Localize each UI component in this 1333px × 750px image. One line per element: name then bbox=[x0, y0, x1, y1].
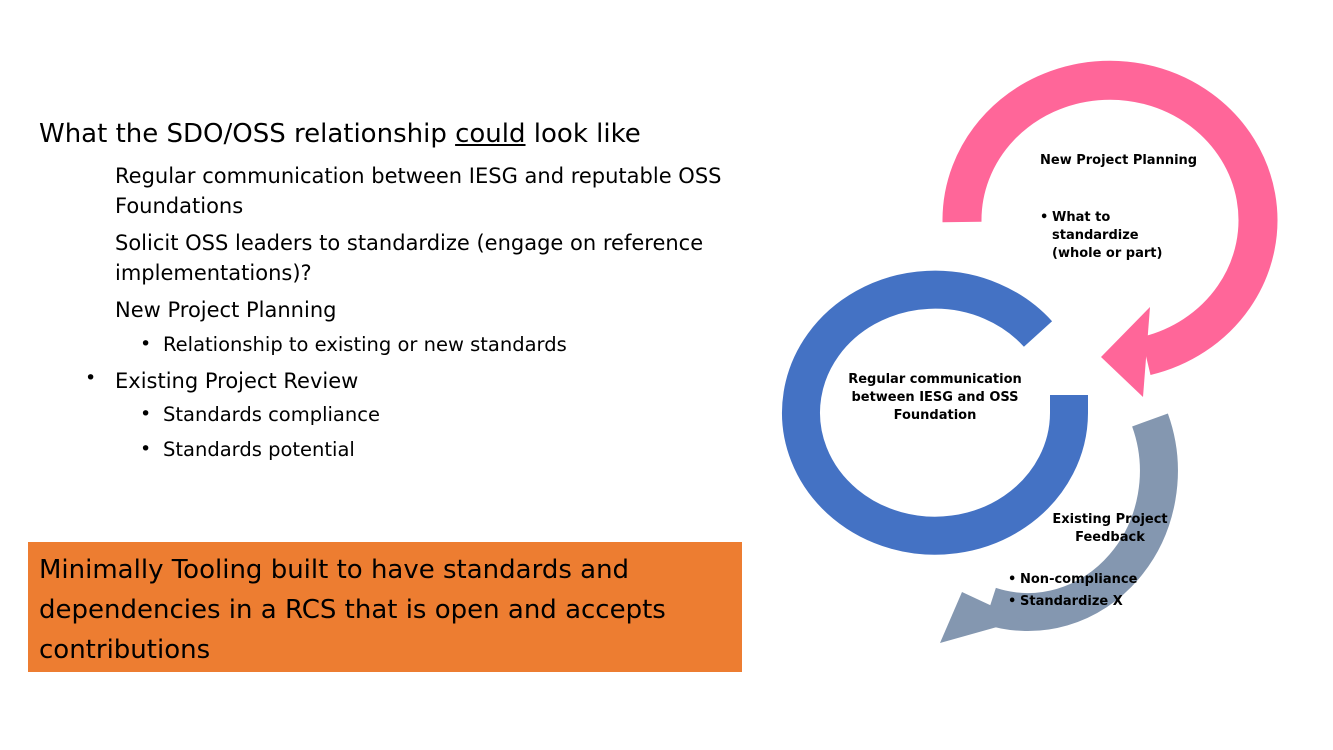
list-subitem: Standards potential bbox=[163, 438, 355, 461]
title-underlined: could bbox=[455, 119, 526, 149]
callout-text: Minimally Tooling built to have standard… bbox=[39, 555, 666, 665]
title-text: What the SDO/OSS relationship bbox=[39, 119, 456, 149]
center-ring bbox=[782, 270, 1088, 555]
bullet-icon: • bbox=[85, 367, 97, 389]
feedback-bullet: Non-compliance bbox=[1020, 572, 1138, 587]
list-item: New Project Planning bbox=[115, 298, 337, 322]
planning-arc bbox=[942, 60, 1278, 375]
bullet-icon: • bbox=[140, 333, 152, 355]
title-text-end: look like bbox=[525, 119, 641, 149]
list-item: Regular communication between IESG and r… bbox=[115, 164, 722, 218]
planning-arrowhead bbox=[1101, 307, 1150, 397]
planning-title: New Project Planning bbox=[1040, 153, 1198, 168]
bullet-icon: • bbox=[1040, 210, 1049, 225]
feedback-title: Existing Project Feedback bbox=[1052, 512, 1168, 545]
bullet-icon: • bbox=[1008, 594, 1017, 609]
center-label: Regular communication between IESG and O… bbox=[848, 372, 1022, 423]
list-item: Existing Project Review bbox=[115, 369, 359, 393]
list-item: Solicit OSS leaders to standardize (enga… bbox=[115, 231, 704, 285]
bullet-icon: • bbox=[1008, 572, 1017, 587]
bullet-icon: • bbox=[140, 403, 152, 425]
feedback-bullet: Standardize X bbox=[1020, 594, 1123, 609]
slide-title: What the SDO/OSS relationship could look… bbox=[39, 119, 641, 149]
bullet-icon: • bbox=[140, 438, 152, 460]
list-subitem: Standards compliance bbox=[163, 403, 380, 426]
callout-box: Minimally Tooling built to have standard… bbox=[28, 542, 742, 672]
planning-bullet: What to standardize (whole or part) bbox=[1052, 210, 1163, 261]
feedback-arc bbox=[984, 413, 1178, 632]
list-subitem: Relationship to existing or new standard… bbox=[163, 333, 567, 356]
feedback-arrowhead bbox=[940, 592, 1022, 643]
